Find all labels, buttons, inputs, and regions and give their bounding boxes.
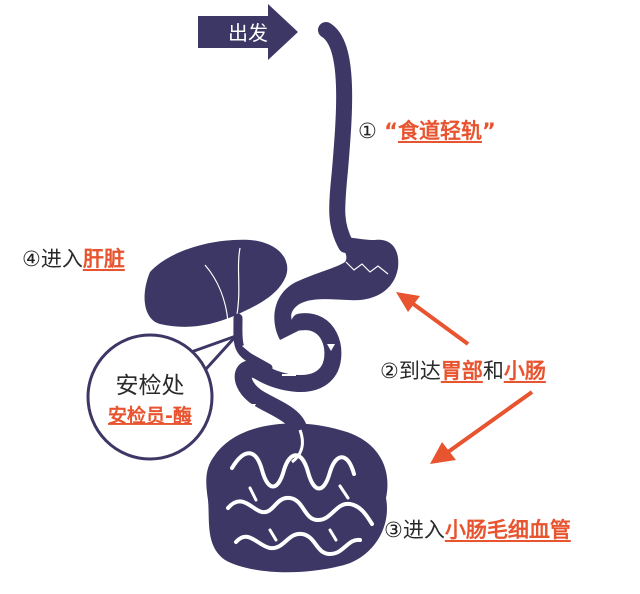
stomach-ridges xyxy=(345,261,389,275)
step-3-pre: 进入 xyxy=(402,518,445,542)
step-4-pre: 进入 xyxy=(40,247,83,271)
step-2-highlight-2: 小肠 xyxy=(503,359,546,383)
step-2-label: ②到达胃部和小肠 xyxy=(380,355,546,385)
portal-vein xyxy=(233,313,273,373)
step-1-number: ① xyxy=(358,119,377,143)
duodenum xyxy=(234,313,342,445)
arrow-to-capillaries-line xyxy=(446,390,534,454)
step-1-label: ① “食道轻轨” xyxy=(358,115,496,145)
step-2-mid: 和 xyxy=(482,359,504,383)
intestine-flow-arrowhead-3 xyxy=(248,404,256,411)
liver xyxy=(144,239,288,327)
step-3-number: ③ xyxy=(384,518,403,542)
step-4-number: ④ xyxy=(22,247,41,271)
step-1-post: ” xyxy=(481,119,496,143)
step-2-number: ② xyxy=(380,359,399,383)
checkpoint-callout-circle xyxy=(86,333,214,461)
step-4-highlight: 肝脏 xyxy=(82,247,125,271)
portal-flow-arrowhead xyxy=(242,342,250,351)
arrow-to-capillaries-head xyxy=(430,442,456,464)
arrow-to-stomach-head xyxy=(396,292,420,312)
step-1-pre: “ xyxy=(384,119,398,143)
start-arrow xyxy=(198,4,298,60)
esophagus xyxy=(318,22,354,253)
step-3-label: ③进入小肠毛细血管 xyxy=(384,514,571,544)
start-label: 出发 xyxy=(228,21,268,45)
checkpoint-title: 安检处 xyxy=(116,373,185,399)
step-2-pre: 到达 xyxy=(398,359,441,383)
stomach xyxy=(274,237,399,340)
small-intestine-coils xyxy=(206,423,388,573)
liver-vein xyxy=(204,264,229,323)
step-4-label: ④进入肝脏 xyxy=(22,243,125,273)
checkpoint-subtitle: 安检员-酶 xyxy=(108,404,192,427)
esophagus-flow-arrowhead xyxy=(327,130,335,137)
step-2-highlight-1: 胃部 xyxy=(440,359,483,383)
step-1-highlight: 食道轻轨 xyxy=(397,119,482,143)
intestine-flow-arrowhead-1 xyxy=(327,344,335,351)
liver-vein xyxy=(235,247,241,321)
step-3-highlight: 小肠毛细血管 xyxy=(444,518,571,542)
arrow-to-stomach-line xyxy=(410,301,470,346)
checkpoint-callout-join xyxy=(181,357,203,380)
